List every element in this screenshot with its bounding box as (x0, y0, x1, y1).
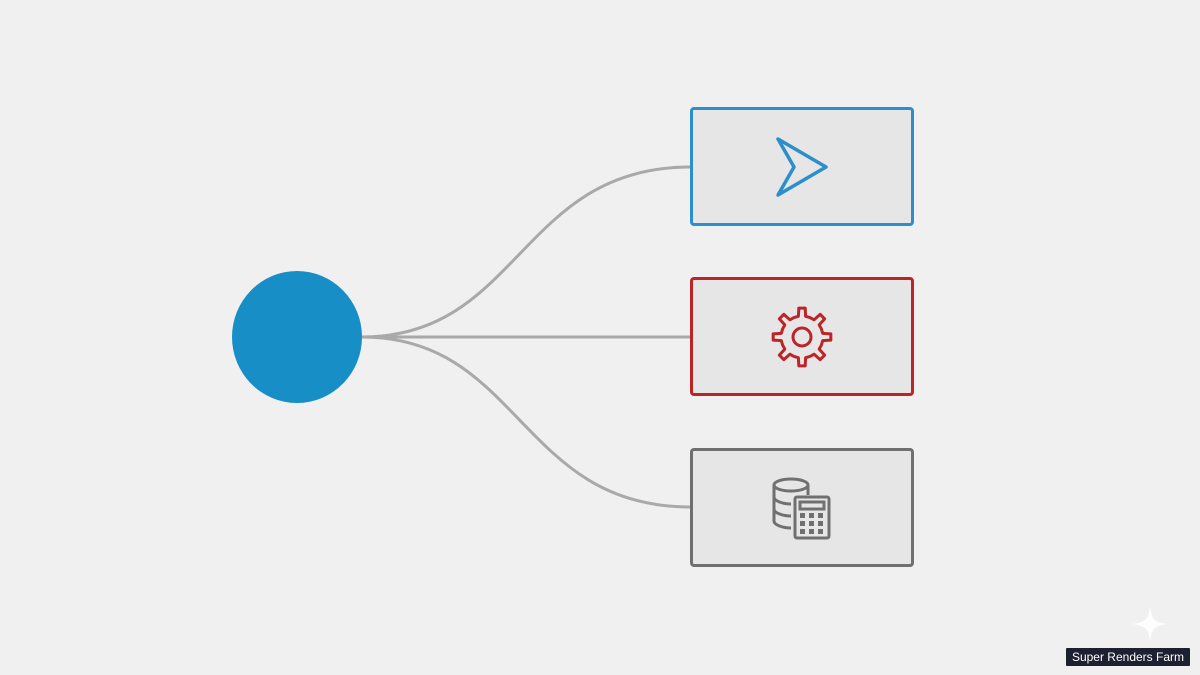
watermark-label: Super Renders Farm (1065, 648, 1190, 666)
connector-to-database (361, 335, 691, 509)
play-icon (776, 136, 828, 197)
target-box-database (690, 448, 914, 567)
database-calculator-icon (772, 477, 831, 539)
connector-to-play (361, 165, 691, 339)
gear-outline (771, 306, 833, 367)
target-box-gear (690, 277, 914, 396)
gear-icon (771, 306, 833, 367)
source-circle-node (232, 271, 362, 403)
target-box-play (690, 107, 914, 226)
sparkle-icon (1132, 606, 1168, 642)
